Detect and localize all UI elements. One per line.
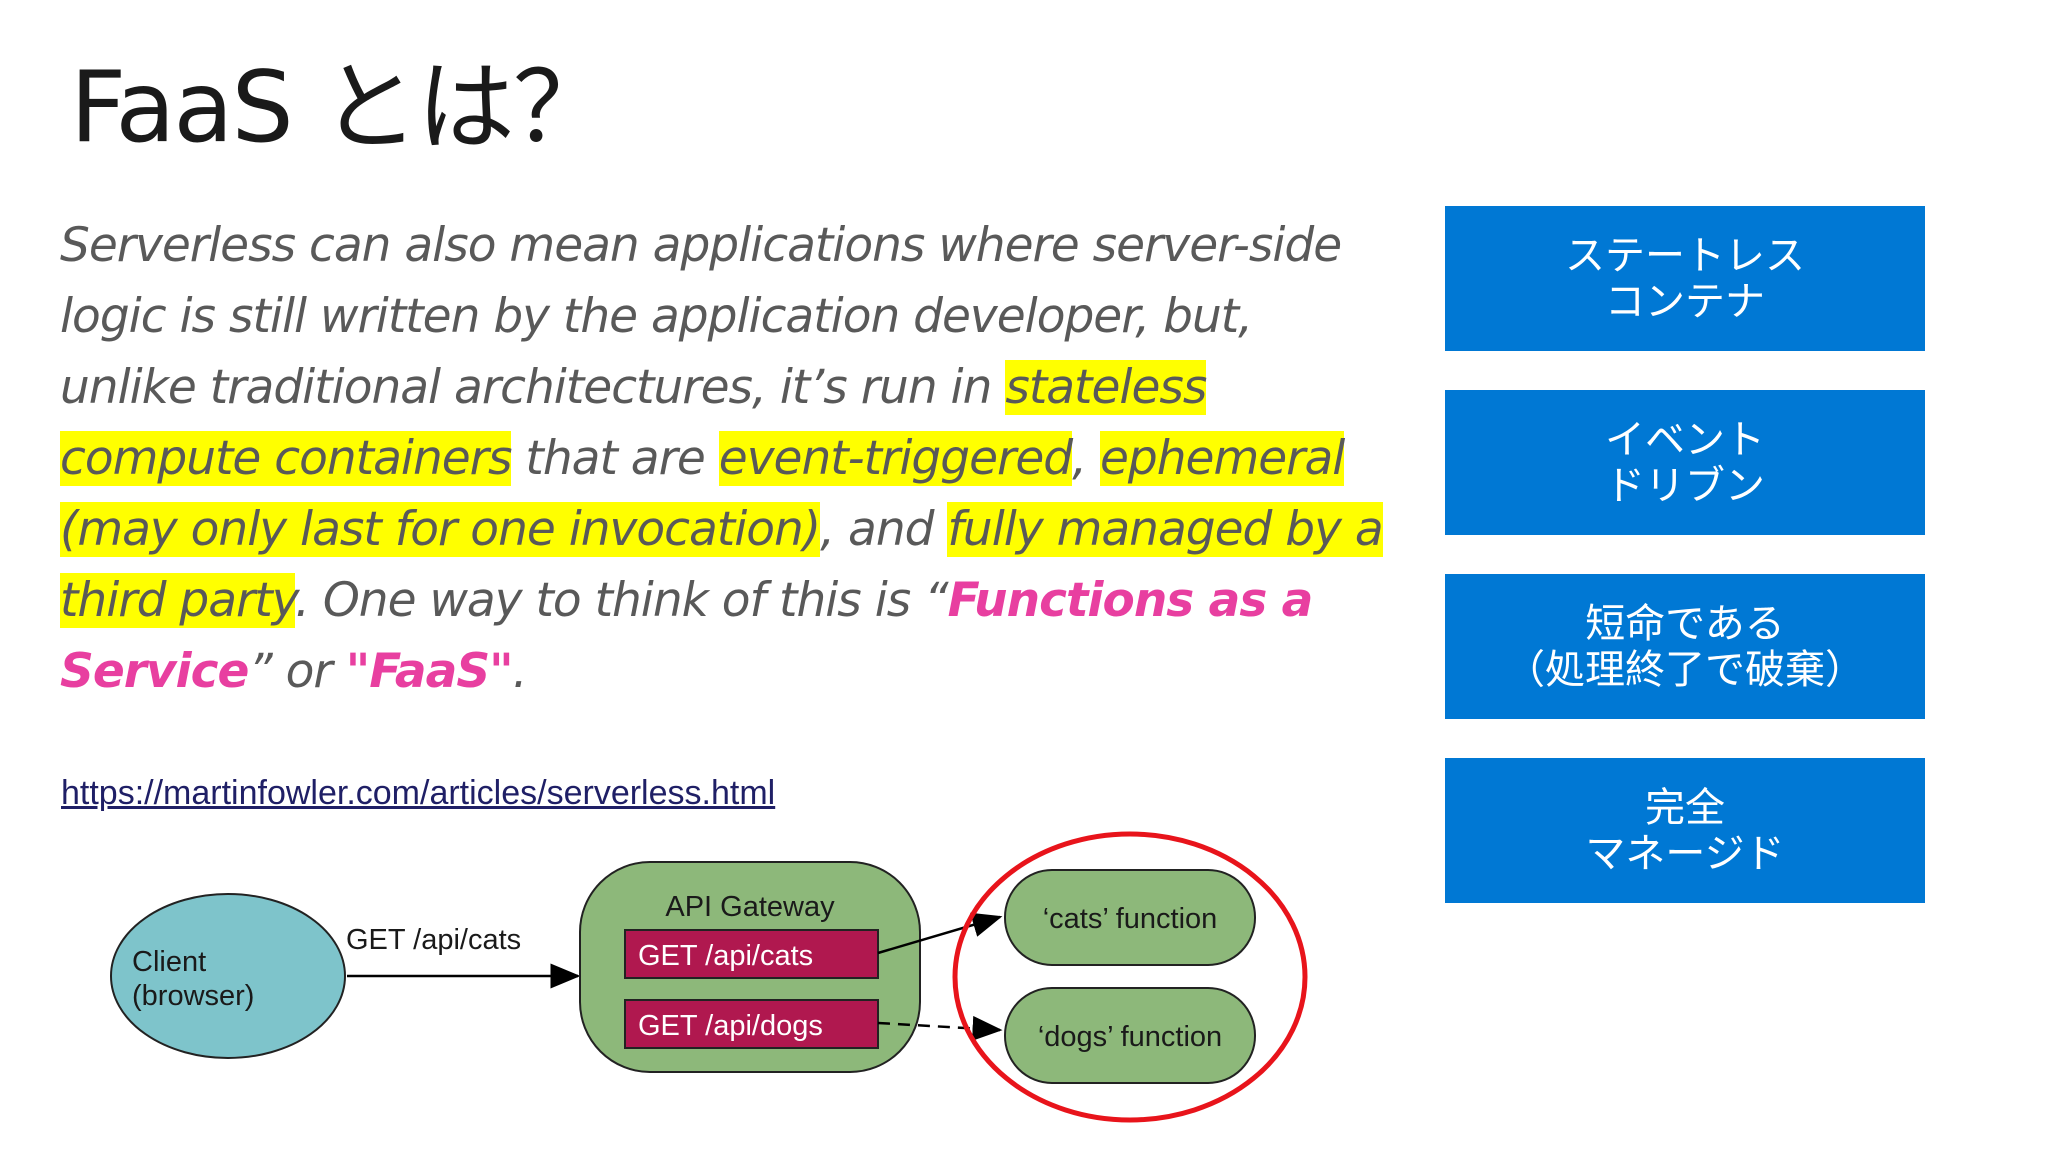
- feature-box-line: マネージド: [1585, 830, 1785, 877]
- emphasis-faas: "FaaS": [345, 644, 514, 699]
- route-cats-label: GET /api/cats: [638, 940, 813, 972]
- feature-box-line: （処理終了で破棄）: [1505, 646, 1865, 693]
- feature-box-line: ステートレス: [1565, 232, 1805, 279]
- emphasis-functions-as-a-service: Functions as a Service: [60, 573, 1313, 699]
- client-label: Client: [132, 946, 206, 978]
- feature-box-line: 完全: [1645, 784, 1725, 831]
- route-dogs: [624, 999, 879, 1049]
- dogs-function-label: ‘dogs’ function: [1038, 1021, 1222, 1053]
- gateway-title: API Gateway: [665, 891, 835, 923]
- feature-box-ephemeral: 短命である （処理終了で破棄）: [1445, 574, 1925, 719]
- dogs-function-node: [1004, 987, 1256, 1084]
- quote-part: ” or: [248, 644, 346, 699]
- highlight-circle: [952, 831, 1308, 1123]
- quote-part: Serverless can also mean applications wh…: [60, 218, 1342, 415]
- quote-text: Serverless can also mean applications wh…: [60, 210, 1400, 707]
- feature-box-line: ドリブン: [1605, 462, 1765, 509]
- feature-box-event-driven: イベント ドリブン: [1445, 390, 1925, 535]
- cats-function-label: ‘cats’ function: [1043, 903, 1218, 935]
- quote-part: .: [512, 644, 528, 699]
- slide-title: FaaS とは？: [70, 51, 611, 165]
- feature-box-line: イベント: [1605, 416, 1765, 463]
- quote-part: that are: [511, 431, 719, 486]
- route-dogs-label: GET /api/dogs: [638, 1010, 823, 1042]
- highlight-event-triggered: event-triggered: [718, 431, 1073, 486]
- request-label: GET /api/cats: [346, 924, 521, 956]
- quote-part: , and: [820, 502, 948, 557]
- quote-part: ,: [1072, 431, 1100, 486]
- cats-arrow: [877, 912, 1003, 955]
- architecture-diagram: Client (browser) GET /api/cats API Gatew…: [110, 831, 1308, 1123]
- feature-box-line: コンテナ: [1605, 278, 1765, 325]
- feature-box-fully-managed: 完全 マネージド: [1445, 758, 1925, 903]
- client-node: [110, 893, 346, 1059]
- feature-box-stateless: ステートレス コンテナ: [1445, 206, 1925, 351]
- route-cats: [624, 929, 879, 979]
- quote-part: . One way to think of this is “: [294, 573, 949, 628]
- source-link[interactable]: https://martinfowler.com/articles/server…: [61, 774, 776, 812]
- cats-function-node: [1004, 869, 1256, 966]
- client-label: (browser): [132, 980, 254, 1012]
- dogs-arrow: [877, 1015, 1003, 1041]
- feature-box-line: 短命である: [1585, 600, 1785, 647]
